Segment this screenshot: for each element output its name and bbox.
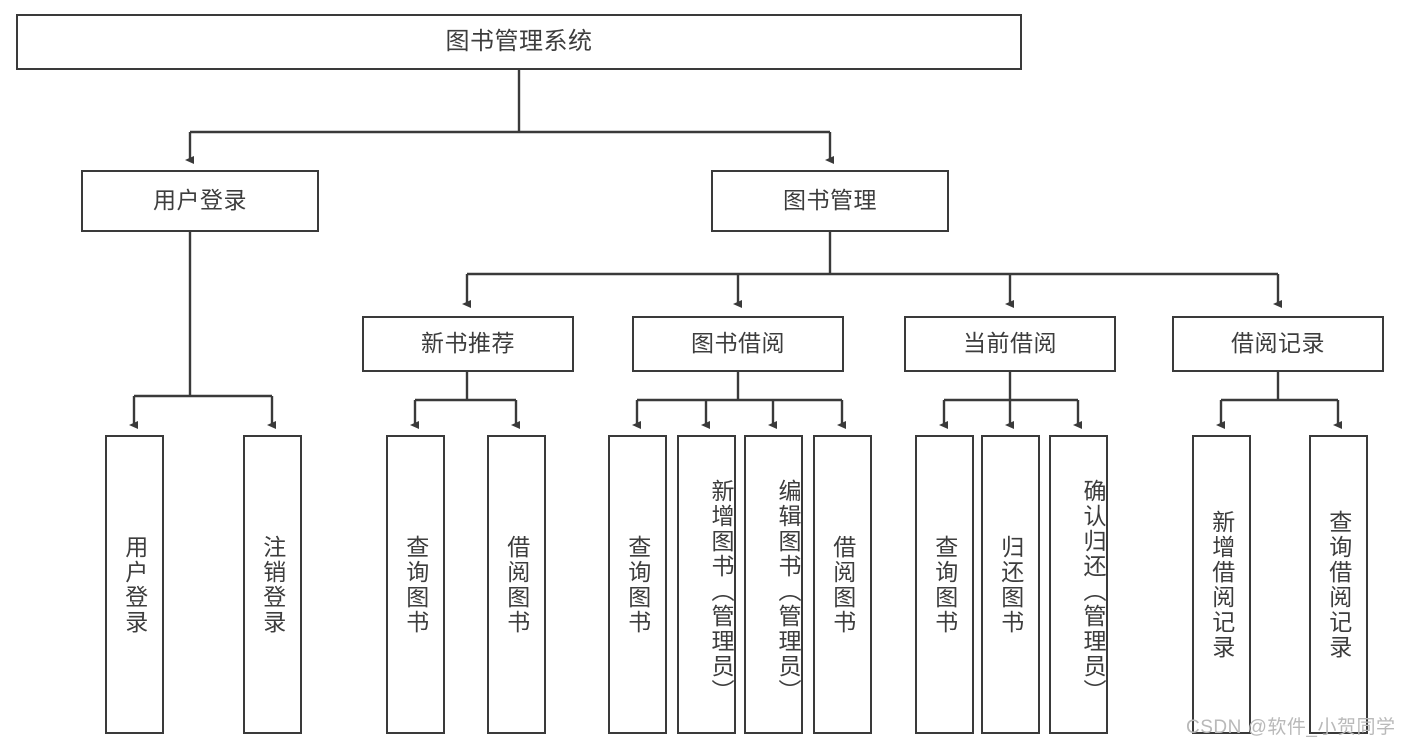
leaf-book-borrow-edit-book-admin[interactable]: 编辑图书（管理员）	[744, 435, 803, 734]
node-book-borrow[interactable]: 图书借阅	[632, 316, 844, 372]
node-label: 确认归还（管理员）	[1080, 479, 1106, 704]
node-label: 图书借阅	[691, 330, 785, 357]
node-label: 查询借阅记录	[1325, 509, 1352, 660]
node-new-book-recommendation[interactable]: 新书推荐	[362, 316, 574, 372]
leaf-borrow-record-add-record[interactable]: 新增借阅记录	[1192, 435, 1251, 734]
node-label: 查询图书	[624, 534, 651, 635]
node-borrow-record[interactable]: 借阅记录	[1172, 316, 1384, 372]
node-label: 用户登录	[153, 187, 247, 214]
leaf-borrow-record-query-record[interactable]: 查询借阅记录	[1309, 435, 1368, 734]
leaf-current-borrow-query-book[interactable]: 查询图书	[915, 435, 974, 734]
node-book-management[interactable]: 图书管理	[711, 170, 949, 232]
node-label: 新增图书（管理员）	[708, 479, 734, 704]
node-label: 编辑图书（管理员）	[775, 479, 801, 704]
node-label: 图书管理	[783, 187, 877, 214]
node-label: 借阅记录	[1231, 330, 1325, 357]
leaf-book-borrow-query-book[interactable]: 查询图书	[608, 435, 667, 734]
node-user-login[interactable]: 用户登录	[81, 170, 319, 232]
leaf-current-borrow-confirm-return-admin[interactable]: 确认归还（管理员）	[1049, 435, 1108, 734]
node-label: 查询图书	[931, 534, 958, 635]
node-label: 图书管理系统	[445, 27, 593, 55]
node-label: 借阅图书	[829, 534, 856, 635]
leaf-book-borrow-borrow-book[interactable]: 借阅图书	[813, 435, 872, 734]
leaf-current-borrow-return-book[interactable]: 归还图书	[981, 435, 1040, 734]
leaf-user-login-logout[interactable]: 注销登录	[243, 435, 302, 734]
leaf-user-login-login[interactable]: 用户登录	[105, 435, 164, 734]
leaf-new-book-borrow-book[interactable]: 借阅图书	[487, 435, 546, 734]
watermark-text: CSDN @软件_小贺同学	[1186, 717, 1396, 738]
leaf-book-borrow-add-book-admin[interactable]: 新增图书（管理员）	[677, 435, 736, 734]
leaf-new-book-query-book[interactable]: 查询图书	[386, 435, 445, 734]
node-label: 查询图书	[402, 534, 429, 635]
node-label: 新增借阅记录	[1208, 509, 1235, 660]
node-label: 当前借阅	[963, 330, 1057, 357]
node-current-borrow[interactable]: 当前借阅	[904, 316, 1116, 372]
node-label: 归还图书	[997, 534, 1024, 635]
node-label: 用户登录	[121, 534, 148, 635]
node-label: 新书推荐	[421, 330, 515, 357]
node-label: 借阅图书	[503, 534, 530, 635]
node-root-book-management-system[interactable]: 图书管理系统	[16, 14, 1022, 70]
node-label: 注销登录	[259, 534, 286, 635]
